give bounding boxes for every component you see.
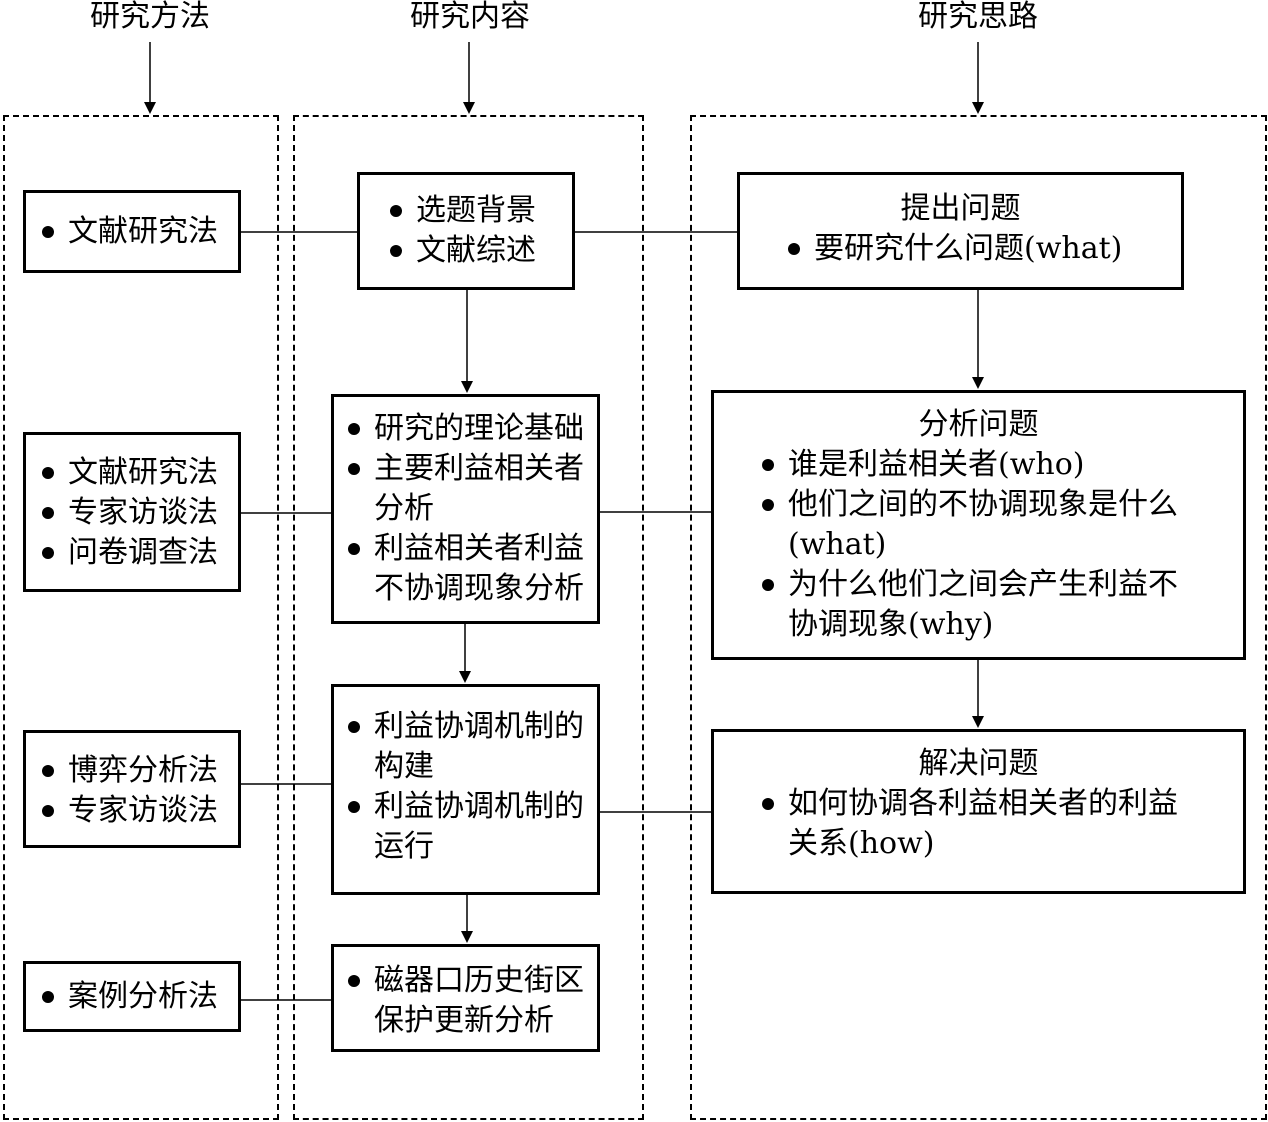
- content-item: 利益协调机制的运行: [340, 787, 591, 867]
- content-item: 磁器口历史街区保护更新分析: [340, 961, 591, 1041]
- thinking-title: 解决问题: [918, 746, 1039, 781]
- content-item: 选题背景: [382, 191, 566, 231]
- method-item: 专家访谈法: [34, 791, 232, 831]
- thinking-item: 为什么他们之间会产生利益不协调现象(why): [754, 565, 1203, 645]
- method-item: 案例分析法: [34, 977, 232, 1017]
- thinking-title: 分析问题: [918, 407, 1039, 442]
- content-item: 利益协调机制的构建: [340, 707, 591, 787]
- content-column: [293, 115, 644, 1120]
- method-item: 文献研究法: [34, 212, 232, 252]
- method-box-1: 文献研究法: [23, 190, 241, 273]
- method-item: 文献研究法: [34, 453, 232, 493]
- thinking-item: 如何协调各利益相关者的利益关系(how): [754, 784, 1203, 864]
- content-box-3: 利益协调机制的构建 利益协调机制的运行: [331, 684, 600, 895]
- column-title-thinking: 研究思路: [918, 0, 1038, 34]
- content-item: 主要利益相关者分析: [340, 449, 591, 529]
- content-item: 研究的理论基础: [340, 409, 591, 449]
- method-item: 博弈分析法: [34, 751, 232, 791]
- content-box-2: 研究的理论基础 主要利益相关者分析 利益相关者利益不协调现象分析: [331, 394, 600, 624]
- content-item: 利益相关者利益不协调现象分析: [340, 529, 591, 609]
- thinking-item: 他们之间的不协调现象是什么(what): [754, 485, 1203, 565]
- thinking-title: 提出问题: [900, 191, 1021, 226]
- method-box-2: 文献研究法 专家访谈法 问卷调查法: [23, 432, 241, 592]
- method-box-3: 博弈分析法 专家访谈法: [23, 730, 241, 848]
- column-title-content: 研究内容: [410, 0, 530, 34]
- method-item: 问卷调查法: [34, 533, 232, 573]
- column-title-methods: 研究方法: [90, 0, 210, 34]
- content-box-4: 磁器口历史街区保护更新分析: [331, 944, 600, 1052]
- thinking-box-raise: 提出问题 要研究什么问题(what): [737, 172, 1184, 290]
- thinking-column: [690, 115, 1267, 1120]
- thinking-item: 谁是利益相关者(who): [754, 445, 1203, 485]
- method-item: 专家访谈法: [34, 493, 232, 533]
- thinking-box-analyze: 分析问题 谁是利益相关者(who) 他们之间的不协调现象是什么(what) 为什…: [711, 390, 1246, 660]
- methods-column: [3, 115, 279, 1120]
- content-item: 文献综述: [382, 231, 566, 271]
- method-box-4: 案例分析法: [23, 961, 241, 1032]
- thinking-box-solve: 解决问题 如何协调各利益相关者的利益关系(how): [711, 729, 1246, 894]
- content-box-1: 选题背景 文献综述: [357, 172, 575, 290]
- thinking-item: 要研究什么问题(what): [780, 229, 1171, 269]
